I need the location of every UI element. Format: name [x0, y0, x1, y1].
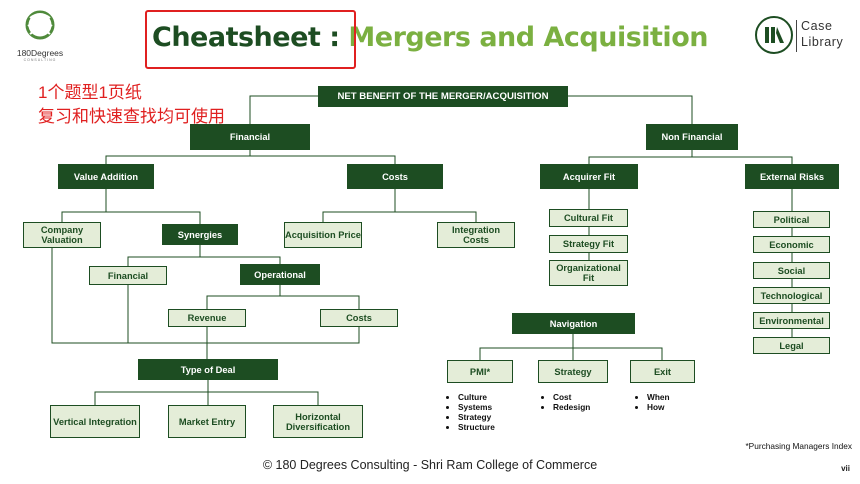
node-organizational-fit: Organizational Fit — [549, 260, 628, 286]
node-vertical-integration: Vertical Integration — [50, 405, 140, 438]
strategy-list: Cost Redesign — [543, 392, 590, 412]
node-synergy-financial: Financial — [89, 266, 167, 285]
annotation-line-2: 复习和快速查找均可使用 — [38, 107, 225, 126]
title-prefix: Cheatsheet : — [152, 22, 349, 53]
node-strategy-fit: Strategy Fit — [549, 235, 628, 253]
node-acquirer-fit: Acquirer Fit — [540, 164, 638, 189]
node-costs: Costs — [347, 164, 443, 189]
node-revenue: Revenue — [168, 309, 246, 327]
node-navigation: Navigation — [512, 313, 635, 334]
list-item: Cost — [553, 392, 590, 402]
node-integration-costs: Integration Costs — [437, 222, 515, 248]
title-main: Mergers and Acquisition — [348, 22, 708, 53]
node-exit: Exit — [630, 360, 695, 383]
node-company-valuation: Company Valuation — [23, 222, 101, 248]
list-item: Culture — [458, 392, 495, 402]
list-item: Redesign — [553, 402, 590, 412]
page-title: Cheatsheet : Mergers and Acquisition — [152, 22, 708, 53]
annotation-line-1: 1个题型1页纸 — [38, 83, 142, 102]
node-risk-social: Social — [753, 262, 830, 279]
node-risk-environmental: Environmental — [753, 312, 830, 329]
list-item: How — [647, 402, 670, 412]
node-market-entry: Market Entry — [168, 405, 246, 438]
node-type-of-deal: Type of Deal — [138, 359, 278, 380]
page-number: vii — [841, 464, 850, 473]
list-item: When — [647, 392, 670, 402]
node-risk-technological: Technological — [753, 287, 830, 304]
node-cultural-fit: Cultural Fit — [549, 209, 628, 227]
case-library-logo: Case Library — [755, 16, 847, 56]
case-library-icon — [755, 16, 793, 54]
consulting-logo: 180Degrees CONSULTING — [14, 8, 66, 68]
node-operational: Operational — [240, 264, 320, 285]
list-item: Structure — [458, 422, 495, 432]
list-item: Systems — [458, 402, 495, 412]
list-item: Strategy — [458, 412, 495, 422]
node-operational-costs: Costs — [320, 309, 398, 327]
node-non-financial: Non Financial — [646, 124, 738, 150]
node-risk-legal: Legal — [753, 337, 830, 354]
globe-icon — [25, 10, 55, 40]
logo-line-2: Library — [801, 35, 844, 49]
node-value-addition: Value Addition — [58, 164, 154, 189]
logo-line-1: Case — [801, 19, 833, 33]
node-risk-economic: Economic — [753, 236, 830, 253]
node-external-risks: External Risks — [745, 164, 839, 189]
node-financial: Financial — [190, 124, 310, 150]
node-root: NET BENEFIT OF THE MERGER/ACQUISITION — [318, 86, 568, 107]
logo-name: 180Degrees — [16, 48, 64, 58]
node-pmi: PMI* — [447, 360, 513, 383]
highlight-rectangle — [145, 10, 356, 69]
logo-subtitle: CONSULTING — [23, 58, 57, 62]
exit-list: When How — [637, 392, 670, 412]
pmi-list: Culture Systems Strategy Structure — [448, 392, 495, 432]
footnote: *Purchasing Managers Index — [745, 441, 852, 451]
node-synergies: Synergies — [162, 224, 238, 245]
logo-divider — [796, 20, 797, 52]
node-horizontal-diversification: Horizontal Diversification — [273, 405, 363, 438]
footer-text: © 180 Degrees Consulting - Shri Ram Coll… — [262, 458, 598, 472]
node-strategy: Strategy — [538, 360, 608, 383]
node-risk-political: Political — [753, 211, 830, 228]
node-acquisition-price: Acquisition Price — [284, 222, 362, 248]
